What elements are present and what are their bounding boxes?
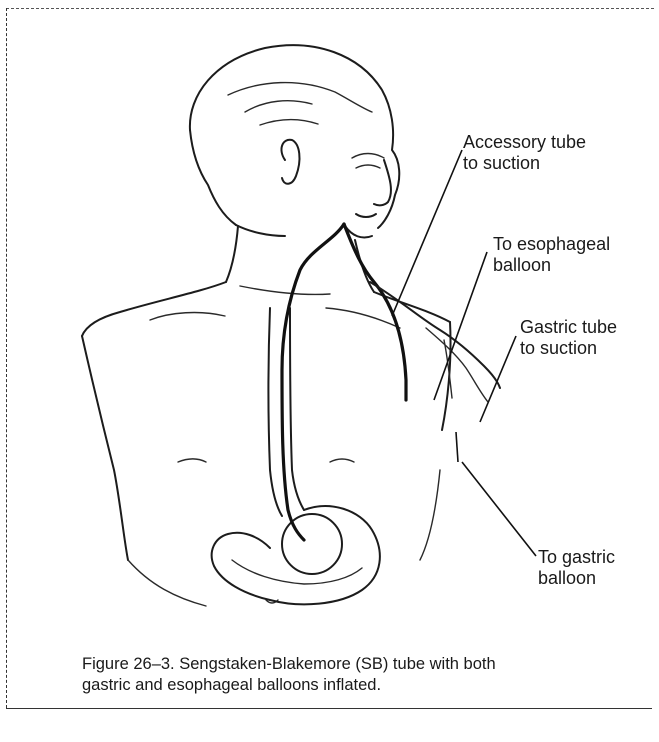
mouth (356, 214, 376, 217)
head-outline (190, 45, 399, 228)
gastric-balloon-port (456, 432, 458, 462)
label-gastric-tube: Gastric tube to suction (520, 317, 617, 359)
abdomen-mark-left (178, 459, 206, 462)
caption-text-line2: gastric and esophageal balloons inflated… (82, 675, 657, 696)
label-esophageal-line1: To esophageal (493, 234, 610, 255)
hair-strands (245, 101, 318, 125)
caption-line1: Figure 26–3. Sengstaken-Blakemore (SB) t… (82, 654, 657, 675)
leader-accessory (392, 150, 462, 316)
hip-line-right (420, 470, 440, 560)
label-accessory-line2: to suction (463, 153, 586, 174)
eyebrow (352, 154, 384, 159)
hair-line (228, 83, 372, 112)
label-gastric-balloon-line1: To gastric (538, 547, 615, 568)
label-gastric-tube-line2: to suction (520, 338, 617, 359)
eye (356, 165, 380, 168)
neck-left (226, 226, 238, 282)
label-accessory-tube: Accessory tube to suction (463, 132, 586, 174)
label-gastric-balloon-line2: balloon (538, 568, 615, 589)
caption-text-line1: Sengstaken-Blakemore (SB) tube with both (179, 655, 495, 673)
jaw (236, 225, 285, 236)
stomach-outline (212, 506, 380, 604)
label-gastric-tube-line1: Gastric tube (520, 317, 617, 338)
clavicle (240, 286, 330, 295)
leader-gastric-balloon (462, 462, 536, 556)
label-accessory-line1: Accessory tube (463, 132, 586, 153)
tube-bundle-2 (426, 328, 488, 402)
head-back (190, 130, 236, 225)
esophagus-left (269, 308, 283, 516)
label-gastric-balloon: To gastric balloon (538, 547, 615, 589)
abdomen-mark-right (330, 459, 354, 462)
figure-number: Figure 26–3. (82, 655, 175, 673)
shoulder-left (82, 282, 226, 336)
label-esophageal-balloon: To esophageal balloon (493, 234, 610, 276)
torso-left (82, 336, 128, 560)
chest-line-right (326, 308, 400, 328)
label-esophageal-line2: balloon (493, 255, 610, 276)
figure-caption: Figure 26–3. Sengstaken-Blakemore (SB) t… (82, 654, 657, 696)
sb-tube (282, 224, 344, 540)
hip-line-left (128, 560, 206, 606)
stomach-fold (232, 560, 362, 584)
leader-gastric-tube (480, 336, 516, 422)
ear (281, 140, 299, 184)
esophagus-right (290, 308, 304, 510)
leader-esophageal (434, 252, 487, 400)
chest-line-left (150, 313, 225, 320)
